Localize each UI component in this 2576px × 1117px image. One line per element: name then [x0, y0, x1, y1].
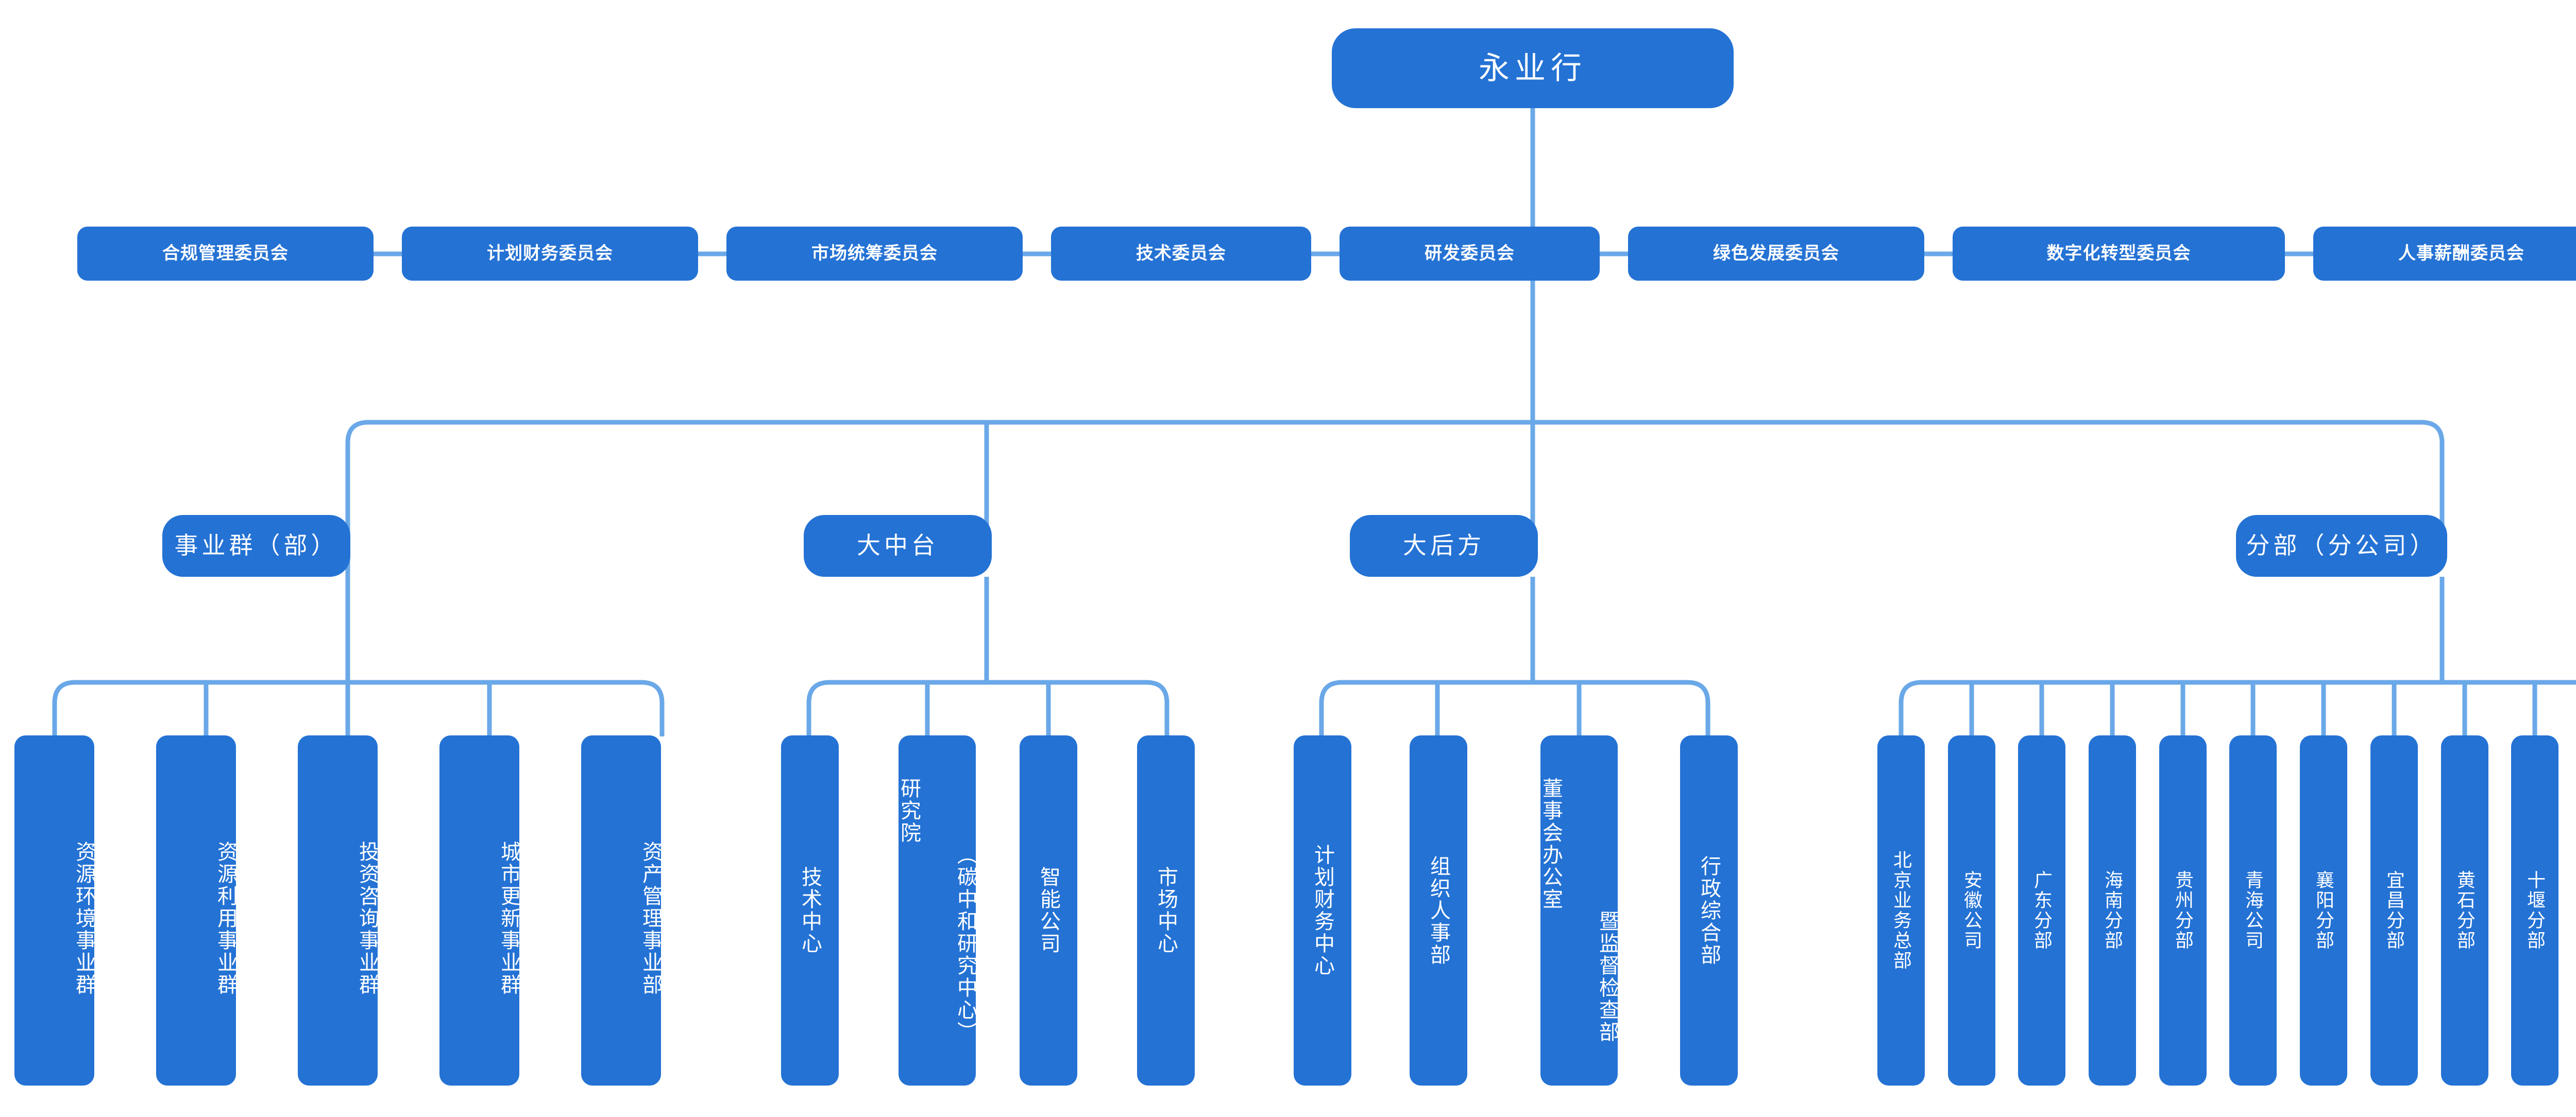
- leaf-label: 智能公司: [1037, 866, 1060, 955]
- leaf-label: 计划财务中心: [1311, 844, 1334, 977]
- group-label: 事业群（部）: [174, 532, 338, 559]
- committee-node-1[interactable]: 计划财务委员会: [402, 227, 698, 281]
- leaf-label: 技术中心: [799, 866, 821, 955]
- committee-label: 研发委员会: [1425, 244, 1515, 264]
- leaf-label: 安徽公司: [1961, 870, 1982, 951]
- committee-label: 合规管理委员会: [162, 244, 289, 264]
- leaf-node-branch-6[interactable]: 襄阳分部: [2300, 735, 2347, 1086]
- committee-label: 人事薪酬委员会: [2398, 244, 2524, 264]
- leaf-node-jishu-zhongxin[interactable]: 技术中心: [781, 735, 839, 1086]
- committee-label: 市场统筹委员会: [811, 244, 938, 264]
- group-label: 大后方: [1403, 532, 1485, 559]
- leaf-label: 十堰分部: [2524, 870, 2546, 951]
- leaf-node-yanjiuyuan-tanzhonghe[interactable]: 研究院 （碳中和研究中心）: [897, 735, 977, 1086]
- leaf-node-chengshi-gengxin[interactable]: 城市更新事业群: [439, 735, 520, 1086]
- leaf-node-branch-9[interactable]: 十堰分部: [2511, 735, 2558, 1086]
- committee-node-7[interactable]: 人事薪酬委员会: [2313, 227, 2576, 281]
- leaf-node-shichang-zhongxin[interactable]: 市场中心: [1137, 735, 1195, 1086]
- leaf-node-branch-4[interactable]: 贵州分部: [2159, 735, 2207, 1086]
- leaf-label: 襄阳分部: [2313, 870, 2334, 951]
- committee-label: 数字化转型委员会: [2046, 244, 2191, 264]
- leaf-node-ziyuan-huanjing[interactable]: 资源环境事业群: [14, 735, 95, 1086]
- leaf-node-branch-7[interactable]: 宜昌分部: [2370, 735, 2418, 1086]
- committee-node-0[interactable]: 合规管理委员会: [77, 227, 374, 281]
- leaf-label-col-right: （碳中和研究中心）: [954, 844, 977, 1043]
- leaf-node-branch-3[interactable]: 海南分部: [2089, 735, 2136, 1086]
- leaf-label: 黄石分部: [2454, 870, 2476, 951]
- leaf-node-branch-1[interactable]: 安徽公司: [1948, 735, 1995, 1086]
- leaf-label: 组织人事部: [1427, 855, 1450, 966]
- group-header-dahoufang[interactable]: 大后方: [1350, 515, 1538, 577]
- leaf-label: 行政综合部: [1698, 855, 1720, 966]
- committee-label: 计划财务委员会: [487, 244, 613, 264]
- committee-label: 技术委员会: [1136, 244, 1226, 264]
- leaf-node-branch-5[interactable]: 青海公司: [2229, 735, 2277, 1086]
- root-label: 永业行: [1479, 50, 1587, 85]
- leaf-label: 市场中心: [1155, 866, 1177, 955]
- committee-node-2[interactable]: 市场统筹委员会: [726, 227, 1023, 281]
- leaf-label-col-left: 董事会办公室: [1539, 778, 1562, 910]
- root-node-yongyehang[interactable]: 永业行: [1332, 28, 1734, 108]
- leaf-node-dongshihui-jiandu[interactable]: 董事会办公室 暨监督检查部: [1539, 735, 1619, 1086]
- leaf-node-ziyuan-liyong[interactable]: 资源利用事业群: [156, 735, 237, 1086]
- committee-label: 绿色发展委员会: [1713, 244, 1839, 264]
- leaf-node-jihua-caiwu[interactable]: 计划财务中心: [1294, 735, 1351, 1086]
- leaf-label: 资产管理事业部: [639, 840, 662, 996]
- leaf-label: 城市更新事业群: [498, 840, 520, 996]
- committee-node-3[interactable]: 技术委员会: [1051, 227, 1311, 281]
- leaf-label-col-right: 暨监督检查部: [1596, 910, 1619, 1043]
- committee-node-5[interactable]: 绿色发展委员会: [1628, 227, 1924, 281]
- leaf-label: 广东分部: [2031, 870, 2053, 951]
- leaf-label: 宜昌分部: [2384, 870, 2405, 951]
- leaf-node-xingzheng-zonghe[interactable]: 行政综合部: [1680, 735, 1738, 1086]
- leaf-node-branch-0[interactable]: 北京业务总部: [1877, 735, 1925, 1086]
- leaf-node-zichan-guanli[interactable]: 资产管理事业部: [581, 735, 662, 1086]
- leaf-node-branch-2[interactable]: 广东分部: [2018, 735, 2065, 1086]
- leaf-node-zhineng-gongsi[interactable]: 智能公司: [1020, 735, 1077, 1086]
- group-header-shiyequn[interactable]: 事业群（部）: [162, 515, 350, 577]
- leaf-node-branch-8[interactable]: 黄石分部: [2441, 735, 2488, 1086]
- leaf-label-col-left: 研究院: [897, 778, 920, 844]
- leaf-node-touzi-zixun[interactable]: 投资咨询事业群: [298, 735, 379, 1086]
- group-header-dazhongtai[interactable]: 大中台: [804, 515, 992, 577]
- leaf-node-zuzhi-renshi[interactable]: 组织人事部: [1410, 735, 1467, 1086]
- leaf-label: 投资咨询事业群: [356, 840, 379, 996]
- leaf-label: 海南分部: [2102, 870, 2123, 951]
- leaf-label: 北京业务总部: [1891, 850, 1912, 971]
- leaf-label: 贵州分部: [2173, 870, 2194, 951]
- committee-node-4[interactable]: 研发委员会: [1340, 227, 1600, 281]
- leaf-label: 资源环境事业群: [73, 840, 95, 996]
- group-label: 大中台: [857, 532, 939, 559]
- committee-node-6[interactable]: 数字化转型委员会: [1953, 227, 2285, 281]
- group-header-fenbu[interactable]: 分部（分公司）: [2236, 515, 2447, 577]
- group-label: 分部（分公司）: [2246, 532, 2437, 559]
- leaf-label: 资源利用事业群: [214, 840, 237, 996]
- leaf-label: 青海公司: [2243, 870, 2264, 951]
